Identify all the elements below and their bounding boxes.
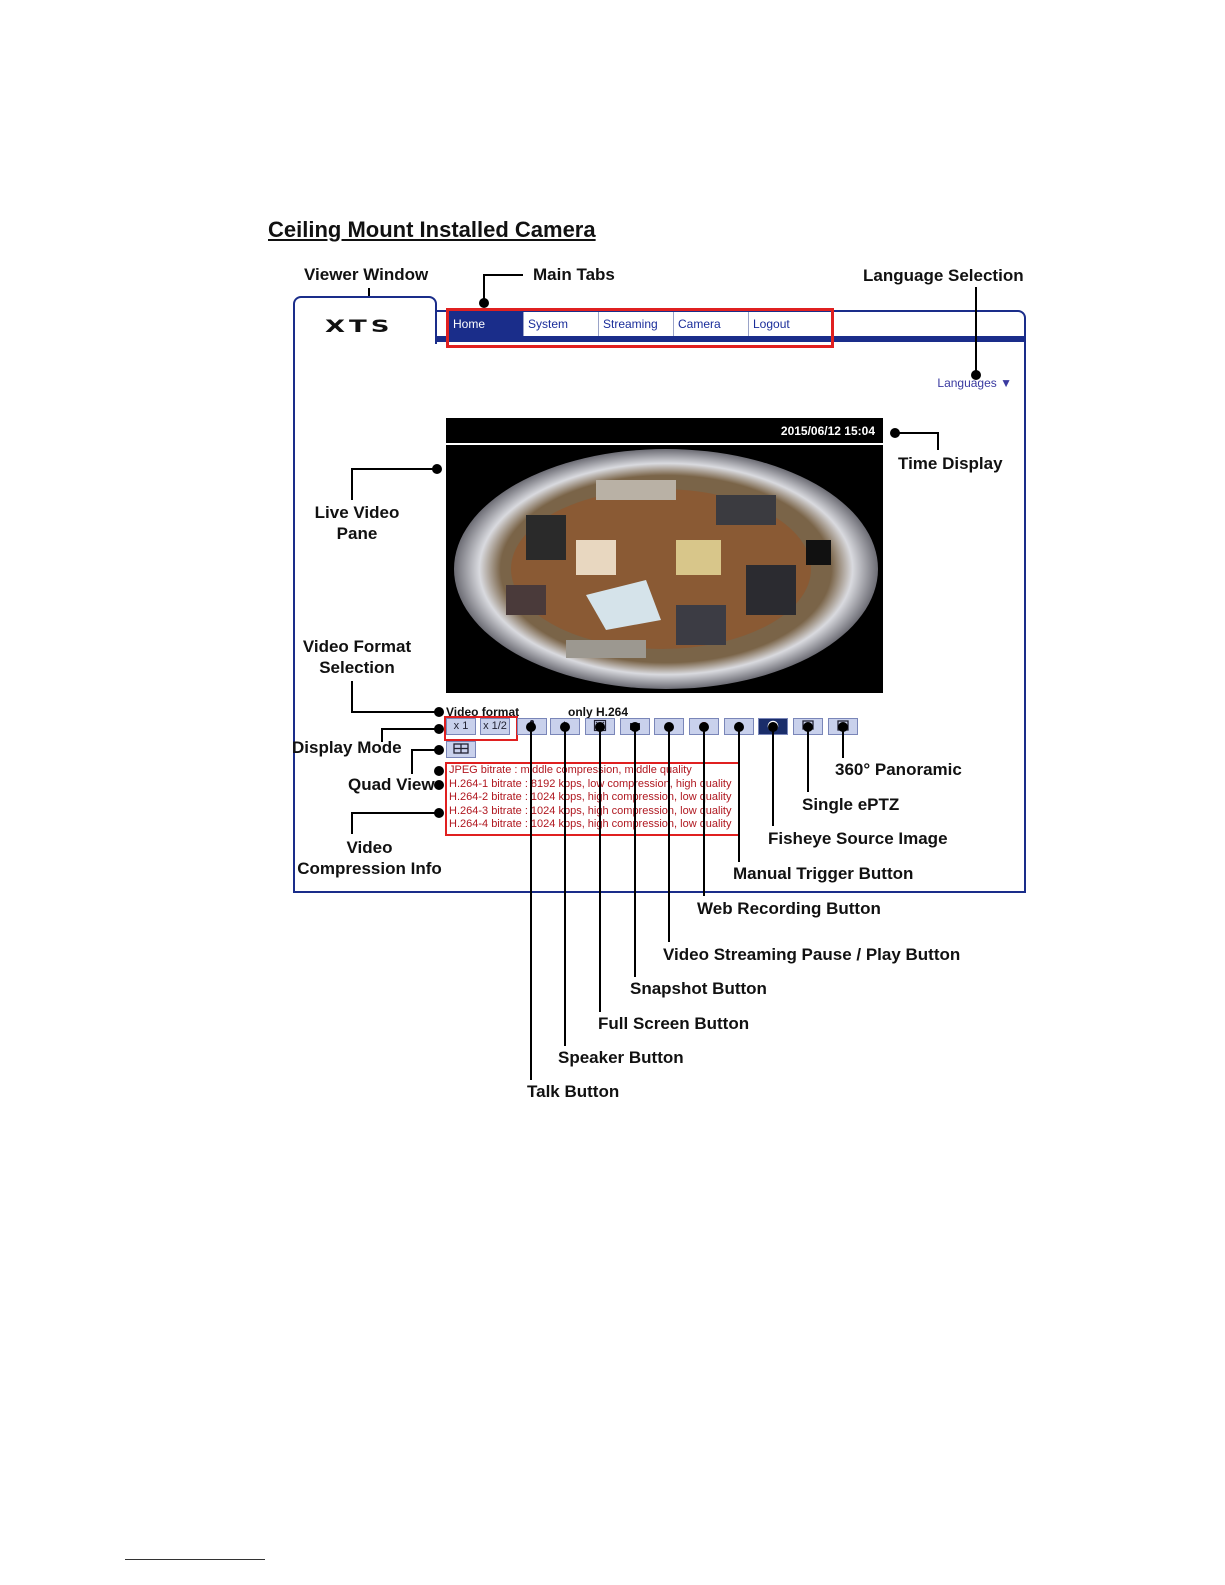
callout-video-format-line1: Video Format bbox=[302, 637, 412, 656]
callout-manual-trigger: Manual Trigger Button bbox=[733, 864, 914, 883]
main-tabs: Home System Streaming Camera Logout bbox=[448, 312, 823, 336]
callout-full-screen: Full Screen Button bbox=[598, 1014, 750, 1033]
tab-system[interactable]: System bbox=[523, 312, 598, 336]
callout-live-video-line1: Live Video bbox=[314, 503, 400, 522]
callout-live-video-line2: Pane bbox=[336, 524, 378, 543]
compression-line-h264-1: H.264-1 bitrate : 8192 kbps, low compres… bbox=[449, 777, 732, 790]
languages-dropdown[interactable]: Languages ▼ bbox=[937, 376, 1012, 390]
callout-snapshot: Snapshot Button bbox=[630, 979, 767, 998]
compression-line-h264-3: H.264-3 bitrate : 1024 kbps, high compre… bbox=[449, 804, 732, 817]
compression-line-jpeg: JPEG bitrate : middle compression, middl… bbox=[449, 764, 692, 776]
main-tabs-highlight bbox=[446, 308, 834, 348]
viewer-frame-body bbox=[293, 342, 1026, 893]
callout-speaker: Speaker Button bbox=[558, 1048, 684, 1067]
callout-live-video-pane: Live Video Pane bbox=[302, 502, 412, 544]
display-mode-x1-button[interactable]: x 1 bbox=[446, 718, 476, 735]
tab-camera[interactable]: Camera bbox=[673, 312, 748, 336]
callout-main-tabs: Main Tabs bbox=[533, 265, 615, 284]
callout-video-format: Video Format Selection bbox=[293, 636, 421, 678]
footer-rule bbox=[125, 1559, 265, 1560]
callout-360-panoramic: 360° Panoramic bbox=[835, 760, 962, 779]
tab-logout[interactable]: Logout bbox=[748, 312, 823, 336]
video-format-label: Video format bbox=[446, 705, 520, 719]
display-mode-half-button[interactable]: x 1/2 bbox=[480, 718, 510, 735]
callout-viewer-window: Viewer Window bbox=[304, 265, 429, 284]
xts-logo: XTS bbox=[325, 317, 394, 337]
compression-line-h264-2: H.264-2 bitrate : 1024 kbps, high compre… bbox=[449, 791, 732, 803]
tab-streaming[interactable]: Streaming bbox=[598, 312, 673, 336]
tab-home[interactable]: Home bbox=[448, 312, 523, 336]
live-video-pane[interactable] bbox=[446, 445, 883, 693]
callout-language-selection: Language Selection bbox=[863, 266, 1024, 285]
callout-video-format-line2: Selection bbox=[319, 658, 395, 677]
document-heading: Ceiling Mount Installed Camera bbox=[268, 217, 596, 242]
video-format-value[interactable]: only H.264 bbox=[568, 705, 629, 719]
nav-bar bbox=[293, 336, 1026, 342]
callout-compression-line2: Compression Info bbox=[297, 859, 442, 878]
callout-time-display: Time Display bbox=[898, 454, 1003, 473]
compression-line-h264-4: H.264-4 bitrate : 1024 kbps, high compre… bbox=[449, 818, 732, 830]
fisheye-image bbox=[446, 445, 883, 693]
callout-fisheye-source: Fisheye Source Image bbox=[768, 829, 948, 848]
callout-talk: Talk Button bbox=[527, 1082, 620, 1101]
quad-view-button[interactable] bbox=[446, 741, 476, 758]
time-display: 2015/06/12 15:04 bbox=[446, 418, 883, 443]
callout-quad-view: Quad View bbox=[348, 775, 435, 794]
callout-compression-line1: Video bbox=[346, 838, 393, 857]
callout-single-eptz: Single ePTZ bbox=[802, 795, 900, 814]
callout-display-mode: Display Mode bbox=[292, 738, 402, 757]
viewer-window: XTS Home System Streaming Camera Logout … bbox=[293, 296, 1026, 893]
video-compression-info: JPEG bitrate : middle compression, middl… bbox=[445, 762, 740, 836]
callout-compression-info: Video Compression Info bbox=[293, 837, 446, 879]
callout-pause-play: Video Streaming Pause / Play Button bbox=[663, 945, 961, 964]
logo-tab: XTS bbox=[293, 296, 437, 344]
callout-web-recording: Web Recording Button bbox=[697, 899, 881, 918]
quad-view-icon bbox=[453, 743, 469, 754]
